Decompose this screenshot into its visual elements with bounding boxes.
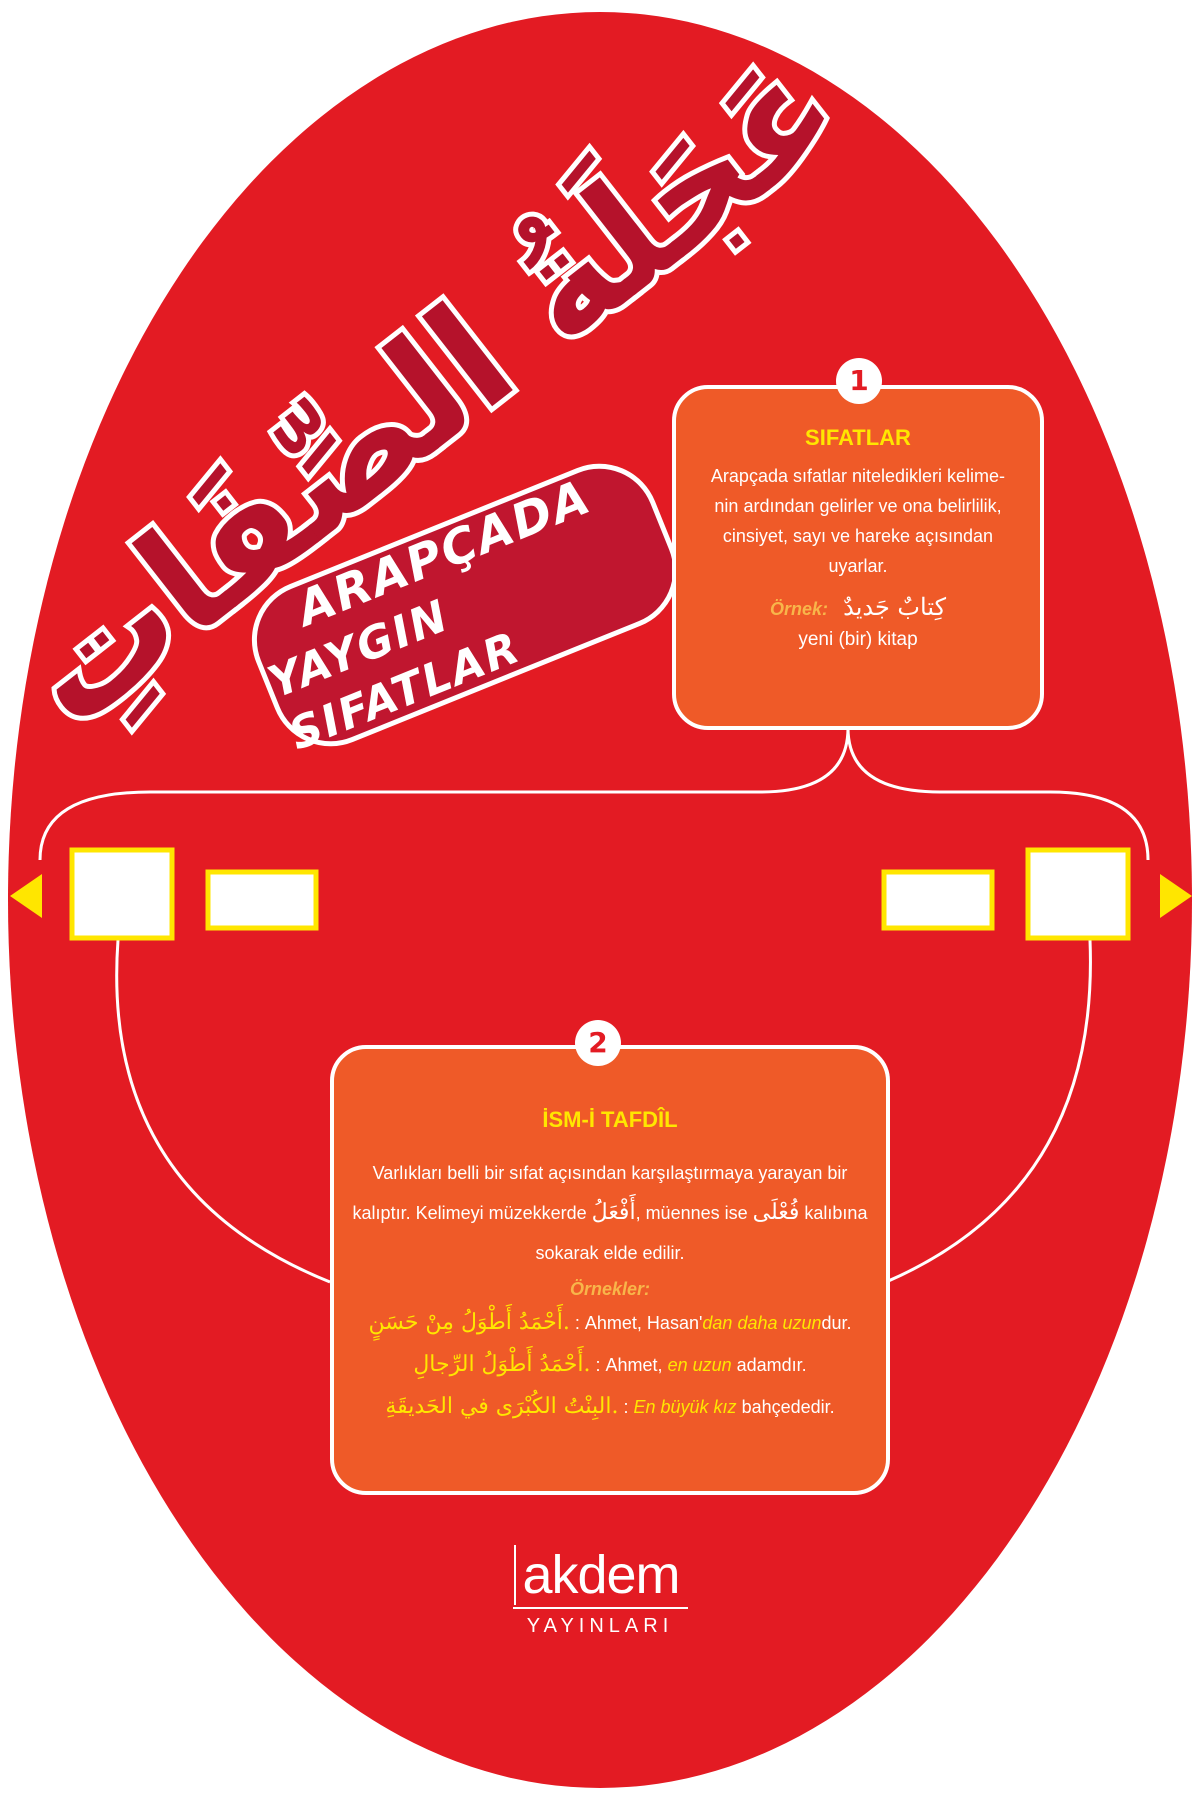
- example-row: أَحْمَدُ أَطْوَلُ الرِّجالِ. : Ahmet, en…: [413, 1352, 807, 1377]
- card-ism-i-tafdil: İSM-İ TAFDÎL Varlıkları belli bir sıfat …: [330, 1045, 890, 1495]
- card1-body: Arapçada sıfatlar niteledikleri kelime- …: [710, 466, 1006, 576]
- card1-number-badge: 1: [836, 358, 882, 404]
- window-slot-right-outer: [1025, 847, 1131, 941]
- card-sifatlar: SIFATLAR Arapçada sıfatlar niteledikleri…: [672, 385, 1044, 730]
- card1-example-label: Örnek:: [769, 599, 828, 619]
- card1-title: SIFATLAR: [805, 425, 911, 450]
- window-slot-right-inner: [881, 869, 995, 931]
- example-row: أَحْمَدُ أَطْوَلُ مِنْ حَسَنٍ. : Ahmet, …: [368, 1310, 852, 1335]
- card2-examples-label: Örnekler:: [569, 1279, 651, 1299]
- example-row: البِنْتُ الكُبْرَى في الحَديقَةِ. : En b…: [385, 1394, 835, 1419]
- card1-example-arabic: كِتابٌ جَديدٌ: [843, 593, 947, 621]
- brace-connector: [38, 727, 850, 861]
- arrow-right-icon: [1160, 874, 1192, 918]
- card2-number-badge: 2: [575, 1020, 621, 1066]
- window-slot-left-inner: [205, 869, 319, 931]
- publisher-name: akdem: [514, 1545, 685, 1605]
- card2-title: İSM-İ TAFDÎL: [542, 1107, 678, 1132]
- arrow-left-icon: [10, 874, 42, 918]
- loop-connector: [115, 939, 331, 1284]
- card2-body: Varlıkları belli bir sıfat açısından kar…: [352, 1163, 868, 1263]
- publisher-logo: akdem YAYINLARI: [500, 1545, 700, 1638]
- card1-translation: yeni (bir) kitap: [798, 629, 918, 650]
- window-slot-left-outer: [69, 847, 175, 941]
- card2-examples: أَحْمَدُ أَطْوَلُ مِنْ حَسَنٍ. : Ahmet, …: [334, 1302, 886, 1428]
- card1-example: Örnek: كِتابٌ جَديدٌ: [676, 593, 1040, 621]
- publisher-sub: YAYINLARI: [526, 1615, 674, 1637]
